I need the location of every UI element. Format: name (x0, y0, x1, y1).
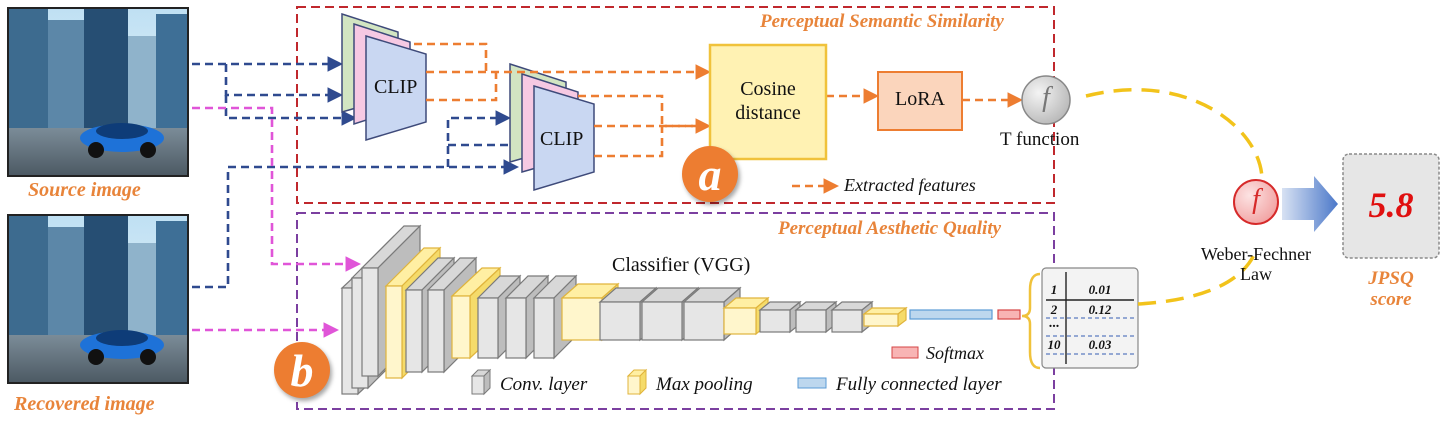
recovered-input-arrows (192, 106, 362, 338)
table-value-2: 0.12 (1088, 302, 1112, 317)
classifier-label: Classifier (VGG) (612, 254, 751, 276)
legend-pool-label: Max pooling (656, 374, 753, 395)
badge-a: a (682, 146, 738, 202)
jpsq-label-line2: score (1370, 289, 1412, 310)
jpsq-score-value: 5.8 (1368, 185, 1414, 225)
cosine-distance-box (708, 43, 828, 161)
table-index-ellipsis: ... (1048, 316, 1060, 331)
lora-label: LoRA (895, 88, 945, 110)
weber-fechner-circle (1233, 179, 1279, 225)
table-value-1: 0.01 (1088, 282, 1112, 297)
weber-fechner-label-line2: Law (1240, 264, 1272, 284)
jpsq-label-line1: JPSQ (1368, 268, 1414, 289)
fusion-curve-top (1085, 88, 1264, 181)
source-input-arrows (192, 56, 526, 289)
t-function-circle (1021, 75, 1071, 125)
t-function-label: T function (1000, 129, 1080, 150)
table-index-2: 2 (1050, 302, 1058, 317)
table-value-10: 0.03 (1088, 337, 1112, 352)
source-image (7, 7, 189, 177)
badge-b: b (274, 342, 330, 398)
score-arrow (1282, 176, 1338, 232)
fully-connected-bar (909, 309, 993, 320)
legend-softmax-swatch (891, 346, 919, 359)
extracted-features-label: Extracted features (844, 175, 976, 195)
weber-fechner-label-line1: Weber-Fechner (1200, 244, 1312, 264)
score-box (1342, 153, 1440, 259)
recovered-image-label: Recovered image (14, 393, 155, 415)
table-index-10: 10 (1047, 337, 1061, 352)
legend-pool-swatch (626, 368, 648, 396)
feature-arrows (414, 42, 1024, 194)
t-function-glyph: f (1042, 82, 1050, 113)
fusion-curve-bottom (1137, 249, 1258, 306)
lora-box (877, 71, 963, 131)
legend-conv-swatch (470, 368, 492, 396)
clip-label-1: CLIP (374, 76, 418, 98)
legend-fc-label: Fully connected layer (836, 374, 1002, 395)
cosine-label-line1: Cosine (740, 78, 796, 100)
weber-fechner-glyph: f (1252, 184, 1260, 215)
clip-label-2: CLIP (540, 128, 584, 150)
semantic-section-title: Perceptual Semantic Similarity (760, 11, 1004, 32)
recovered-image (7, 214, 189, 384)
source-image-label: Source image (28, 179, 141, 201)
vgg-network (340, 224, 908, 396)
table-index-1: 1 (1050, 282, 1058, 297)
legend-fc-swatch (797, 377, 827, 389)
output-table (1041, 267, 1139, 369)
legend-conv-label: Conv. layer (500, 374, 588, 395)
output-brace (1021, 272, 1041, 370)
aesthetic-section-title: Perceptual Aesthetic Quality (778, 218, 1002, 239)
clip-stack-1 (341, 12, 427, 142)
softmax-label: Softmax (926, 343, 984, 363)
softmax-bar (997, 309, 1021, 320)
clip-stack-2 (509, 62, 595, 192)
cosine-label-line2: distance (735, 102, 801, 124)
